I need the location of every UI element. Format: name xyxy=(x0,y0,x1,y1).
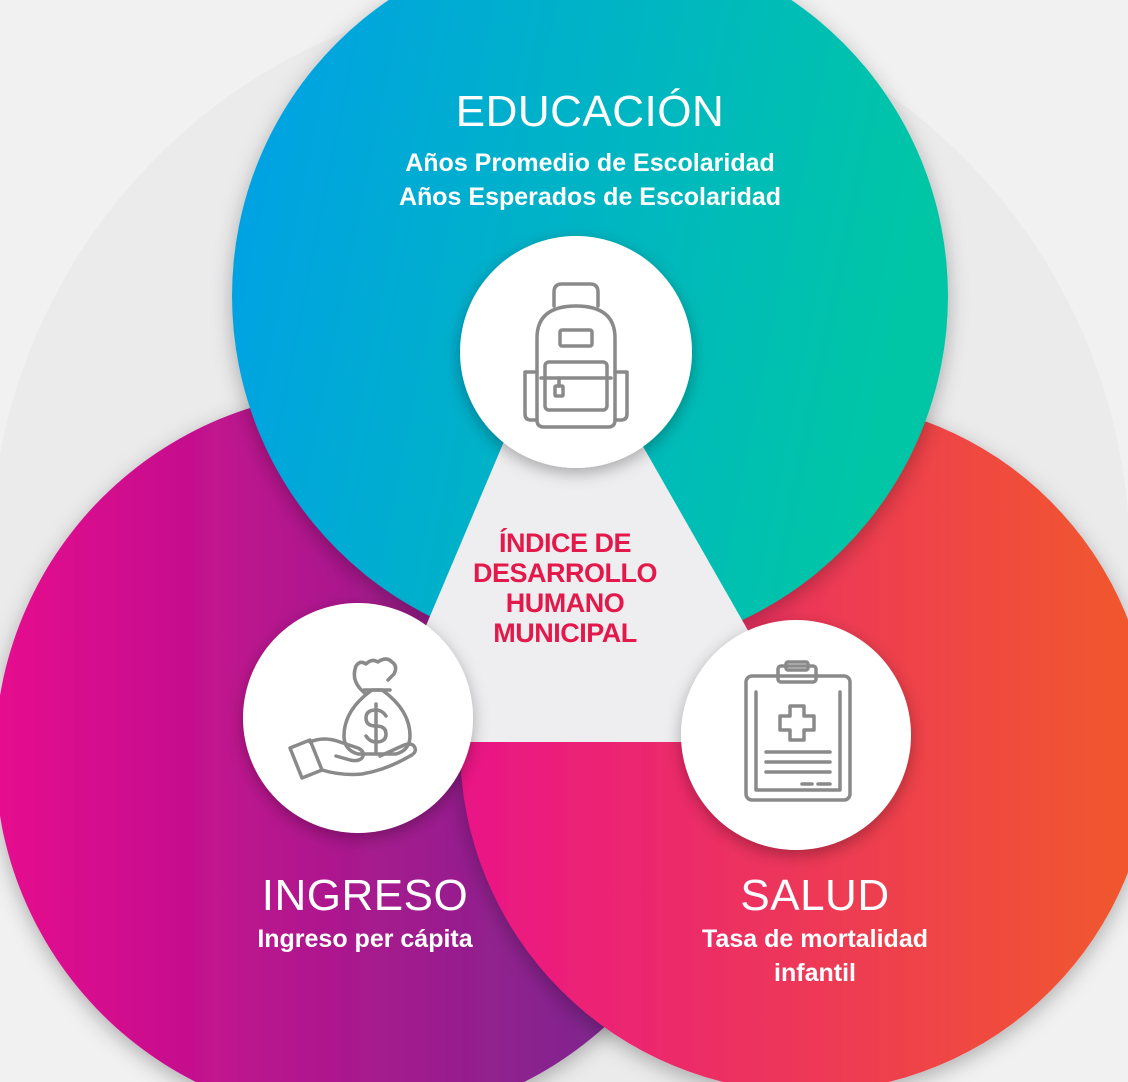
backpack-icon xyxy=(523,282,629,429)
health-subtitle-1: Tasa de mortalidad xyxy=(702,925,928,953)
income-labels: INGRESO Ingreso per cápita xyxy=(190,870,540,956)
center-title: ÍNDICE DE DESARROLLO HUMANO MUNICIPAL xyxy=(455,528,675,648)
health-subtitle-2: infantil xyxy=(774,959,856,987)
income-badge xyxy=(243,603,473,833)
education-title: EDUCACIÓN xyxy=(455,87,725,136)
education-subtitle-1: Años Promedio de Escolaridad xyxy=(405,149,775,177)
center-title-line: ÍNDICE DE xyxy=(498,528,632,558)
medical-clipboard-icon xyxy=(744,660,852,802)
center-title-line: MUNICIPAL xyxy=(493,618,637,648)
health-title: SALUD xyxy=(740,871,890,920)
health-badge xyxy=(681,620,911,850)
health-labels: SALUD Tasa de mortalidad infantil xyxy=(640,870,990,990)
education-subtitle-2: Años Esperados de Escolaridad xyxy=(398,183,782,211)
income-title: INGRESO xyxy=(261,871,469,920)
income-subtitle: Ingreso per cápita xyxy=(257,925,473,953)
center-triangle xyxy=(392,342,790,742)
education-labels: EDUCACIÓN Años Promedio de Escolaridad A… xyxy=(330,84,850,214)
education-badge xyxy=(460,236,692,468)
center-title-line: DESARROLLO xyxy=(473,558,658,588)
money-bag-hand-icon xyxy=(288,657,418,780)
center-title-line: HUMANO xyxy=(505,588,625,618)
